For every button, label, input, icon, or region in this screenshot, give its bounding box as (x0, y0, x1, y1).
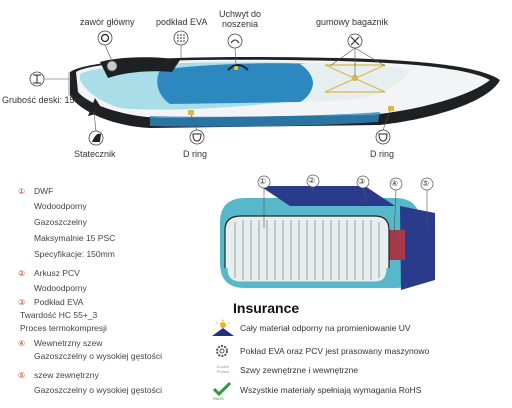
feature-text: Pokład EVA oraz PCV jest prasowany maszy… (240, 346, 430, 356)
spec-line: Gazoszczelny o wysokiej gęstości (34, 351, 163, 361)
double-protect-icon: Double Protect (216, 364, 230, 374)
spec-line: Twardość HC 55+_3 (20, 310, 98, 320)
feature-item: Cały materiał odporny na promieniowanie … (210, 318, 510, 338)
d-ring-left-icon (189, 129, 205, 145)
board-body (70, 56, 500, 128)
feature-item: Double Protect Szwy zewnętrzne i wewnętr… (210, 362, 510, 380)
valve-label: zawór główny (80, 17, 135, 27)
layer-number-callouts (257, 174, 434, 239)
rohs-icon-text: RoHS (213, 396, 224, 401)
handle-icon (227, 33, 243, 49)
spec-number: ⑤ (18, 371, 26, 380)
thickness-label: Grubość deski: 15cm (2, 95, 87, 105)
eva-pad-label: podkład EVA (156, 17, 208, 27)
spec-line: Arkusz PCV (34, 268, 80, 278)
spec-line: Maksymalnie 15 PSC (34, 233, 116, 243)
spec-number: ③ (18, 298, 26, 307)
spec-line: Podkład EVA (34, 297, 84, 307)
handle-label: Uchwyt do noszenia (218, 9, 262, 29)
spec-line: Specyfikacje: 150mm (34, 249, 115, 259)
feature-item: RoHS Wszystkie materiały spełniają wymag… (210, 381, 510, 403)
bungee-icon (347, 33, 363, 49)
eva-pad-icon (173, 30, 189, 46)
fin-icon (88, 130, 104, 146)
spec-line: szew zewnętrzny (34, 370, 99, 380)
uv-sun-icon (212, 319, 234, 336)
rohs-check-icon (212, 381, 232, 397)
d-ring-left-label: D ring (183, 149, 208, 159)
gear-icon (216, 345, 228, 357)
feature-text: Cały materiał odporny na promieniowanie … (240, 323, 411, 333)
board-handle (227, 64, 249, 71)
valve-icon (97, 30, 113, 46)
d-ring-right-icon (375, 129, 391, 145)
layer-cross-section (220, 174, 435, 290)
layer-number-5: ⑤ (422, 179, 430, 188)
spec-line: Gazoszczelny (34, 217, 87, 227)
spec-line: Proces termokompresji (20, 323, 107, 333)
spec-line: Wodoodporny (34, 283, 87, 293)
layer-number-1: ① (259, 177, 267, 186)
layer-number-2: ② (308, 176, 316, 185)
spec-line: Wodoodporny (34, 201, 87, 211)
spec-number: ④ (18, 339, 26, 348)
feature-list: Cały materiał odporny na promieniowanie … (210, 318, 510, 404)
fin-label: Statecznik (74, 149, 116, 159)
board-fin (88, 98, 104, 116)
feature-item: Pokład EVA oraz PCV jest prasowany maszy… (210, 342, 510, 360)
layer-number-4: ④ (391, 179, 399, 188)
d-ring-right-label: D ring (370, 149, 395, 159)
spec-list: ① DWF Wodoodporny Gazoszczelny Maksymaln… (18, 186, 208, 401)
spec-line: Wewnetrzny szew (34, 338, 103, 348)
spec-line: DWF (34, 186, 54, 196)
sup-board-illustration (29, 30, 500, 146)
spec-line: Gazoszczelny o wysokiej gęstości (34, 385, 163, 395)
insurance-title: Insurance (233, 300, 300, 316)
board-valve (106, 60, 118, 72)
feature-text: Wszystkie materiały spełniają wymagania … (240, 385, 422, 395)
spec-number: ② (18, 269, 26, 278)
feature-text: Szwy zewnętrzne i wewnętrzne (240, 365, 359, 375)
bungee-label: gumowy bagaznik (316, 17, 389, 27)
thickness-icon (29, 71, 45, 87)
layer-number-3: ③ (358, 177, 366, 186)
spec-number: ① (18, 187, 26, 196)
